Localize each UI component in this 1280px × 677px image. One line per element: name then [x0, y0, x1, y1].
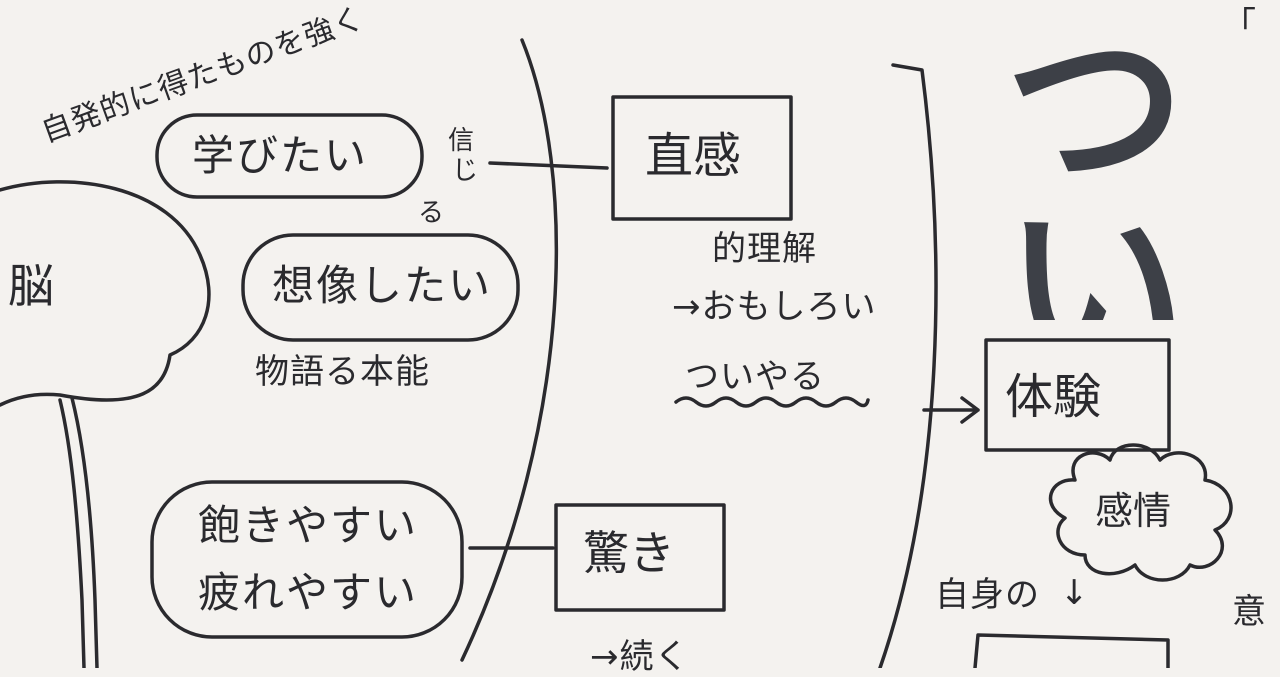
node-chokkan: 直感	[645, 128, 742, 184]
wavy-underline	[674, 396, 870, 408]
box-bottom-partial	[973, 633, 1170, 668]
node-bottom-arrow-text: →続く	[590, 637, 690, 677]
brain-stem-left	[58, 398, 86, 668]
node-omoshiroi: →おもしろい	[672, 287, 877, 327]
node-souzou: 想像したい	[272, 261, 493, 310]
node-tekirikai: 的理解	[712, 229, 817, 269]
node-tsukareyasui: 疲れやすい	[198, 568, 419, 617]
node-jishin-arrow: ↓	[1060, 573, 1090, 613]
node-jishin: 自身の	[935, 575, 1040, 615]
box-manabitai	[155, 113, 424, 199]
big-title-tsui: つい	[1005, 20, 1185, 320]
node-taiken: 体験	[1005, 369, 1102, 425]
bracket-mark: 「	[1222, 5, 1256, 45]
divider-bracket-right	[878, 63, 938, 668]
node-right-edge: 意	[1232, 592, 1267, 632]
box-taiken	[984, 338, 1171, 452]
cloud-kanjou	[1048, 443, 1233, 582]
node-akiyasui: 飽きやすい	[198, 501, 419, 550]
node-kanjou: 感情	[1095, 489, 1172, 533]
node-odoroki: 驚き	[583, 526, 675, 580]
box-souzou	[241, 233, 520, 342]
connector-chokkan	[488, 161, 609, 170]
arrow-to-taiken	[922, 396, 980, 424]
brain-outline	[0, 180, 211, 407]
node-tsuiyaru: ついやる	[685, 357, 825, 397]
node-monogatari: 物語る本能	[255, 352, 430, 392]
node-manabitai: 学びたい	[192, 131, 369, 180]
divider-curve-left	[460, 38, 559, 662]
box-odoroki	[554, 503, 726, 612]
shinjiru-2: じ	[452, 156, 479, 186]
box-akiyasui	[150, 480, 464, 639]
box-chokkan	[611, 95, 793, 221]
shinjiru-1: 信	[448, 126, 475, 156]
brain-stem-right	[70, 396, 99, 668]
brain-label: 脳	[8, 259, 54, 313]
shinjiru-3: る	[418, 198, 445, 228]
